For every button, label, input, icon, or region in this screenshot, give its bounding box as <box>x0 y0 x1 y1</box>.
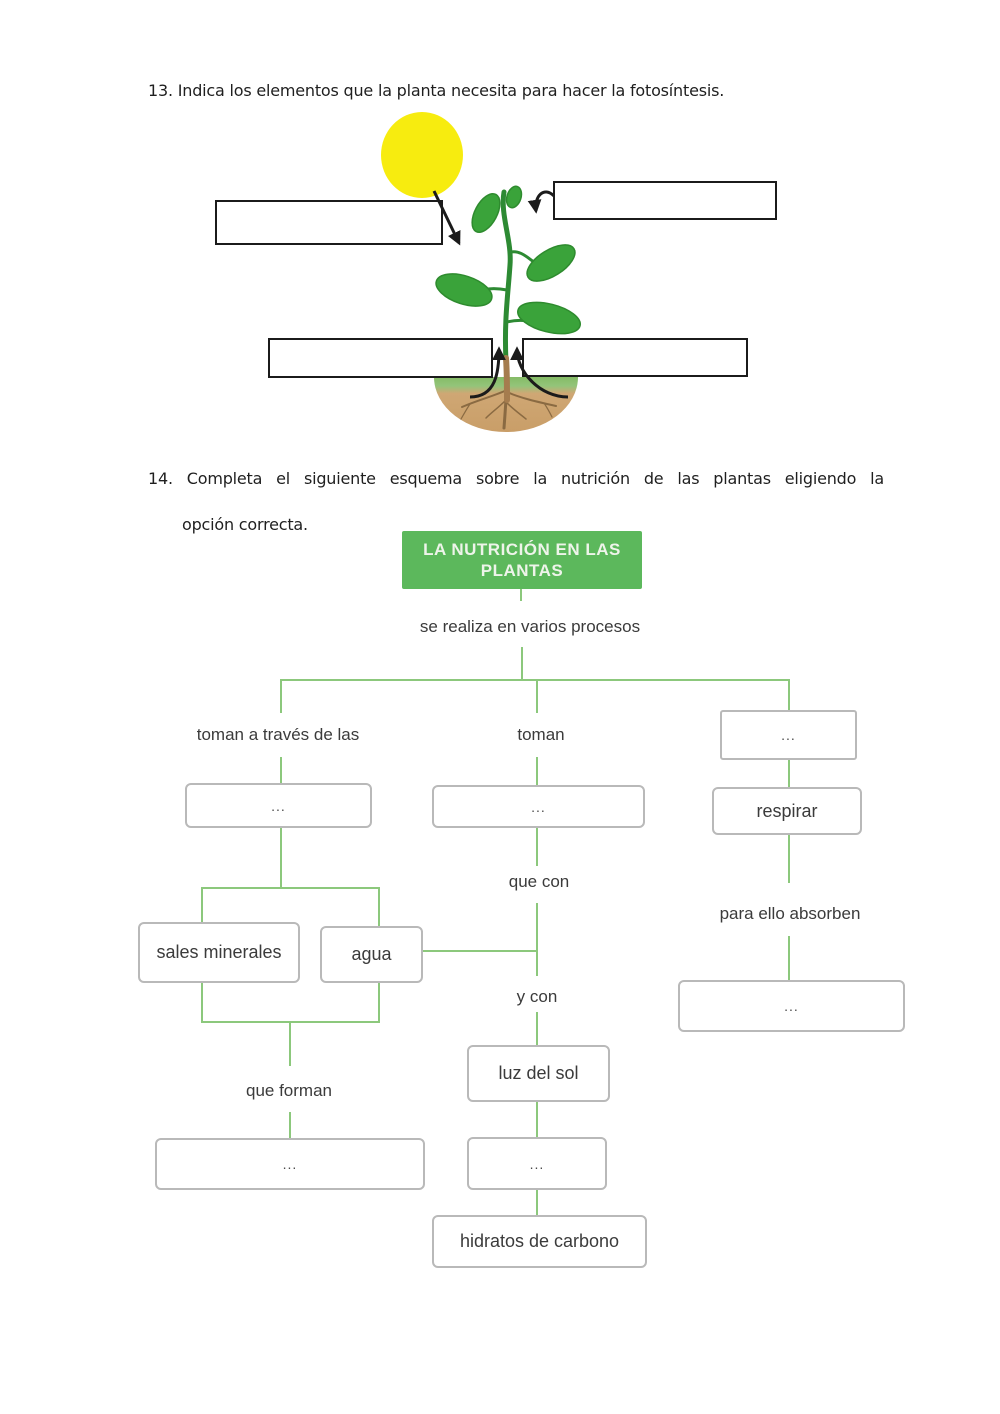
connector <box>280 679 282 713</box>
flow-subtitle: se realiza en varios procesos <box>419 617 641 636</box>
connector <box>378 983 380 1023</box>
connector <box>536 1102 538 1138</box>
connector <box>536 679 538 713</box>
question-14-heading-line1: 14. Completa el siguiente esquema sobre … <box>148 469 884 488</box>
flow-node-blank-right-1[interactable]: ... <box>720 710 857 760</box>
q13-answer-box-top-right[interactable] <box>553 181 777 220</box>
connector <box>788 936 790 981</box>
connector <box>521 647 523 679</box>
flow-label-toman-a-traves: toman a través de las <box>196 725 360 744</box>
connector <box>788 760 790 788</box>
connector <box>201 887 203 923</box>
connector <box>536 903 538 976</box>
connector <box>202 1021 380 1023</box>
connector <box>289 1021 291 1066</box>
sun-icon <box>381 112 463 198</box>
flow-node-blank-left-1[interactable]: ... <box>185 783 372 828</box>
connector <box>536 1012 538 1046</box>
connector <box>536 1187 538 1216</box>
q13-answer-box-bottom-right[interactable] <box>522 338 748 377</box>
connector <box>289 1112 291 1139</box>
flow-label-toman: toman <box>517 725 565 744</box>
fig13-art <box>381 112 578 432</box>
flow-node-respirar: respirar <box>712 787 862 835</box>
connector <box>788 679 790 710</box>
connector <box>423 950 537 952</box>
flow-node-hidratos-de-carbono: hidratos de carbono <box>432 1215 647 1268</box>
connector <box>280 757 282 784</box>
q13-answer-box-bottom-left[interactable] <box>268 338 493 378</box>
question-14-heading-line2: opción correcta. <box>182 515 308 534</box>
flow-node-blank-right-2[interactable]: ... <box>678 980 905 1032</box>
flow-node-blank-left-2[interactable]: ... <box>155 1138 425 1190</box>
flow-title: LA NUTRICIÓN EN LAS PLANTAS <box>402 531 642 589</box>
flow-label-y-con: y con <box>516 987 558 1006</box>
connector <box>201 983 203 1023</box>
flow-node-blank-mid-1[interactable]: ... <box>432 785 645 828</box>
q13-answer-box-left[interactable] <box>215 200 443 245</box>
connector <box>788 835 790 883</box>
flow-node-sales-minerales: sales minerales <box>138 922 300 983</box>
flow-node-blank-mid-2[interactable]: ... <box>467 1137 607 1190</box>
connector <box>378 887 380 927</box>
connector <box>536 828 538 866</box>
connector <box>520 589 522 601</box>
flow-label-que-con: que con <box>508 872 570 891</box>
flow-node-luz-del-sol: luz del sol <box>467 1045 610 1102</box>
question-13-heading: 13. Indica los elementos que la planta n… <box>148 81 725 100</box>
connector <box>202 887 380 889</box>
flow-label-que-forman: que forman <box>246 1081 332 1100</box>
connector <box>536 757 538 786</box>
flow-node-agua: agua <box>320 926 423 983</box>
flow-label-para-ello-absorben: para ello absorben <box>719 904 861 923</box>
connector <box>280 828 282 888</box>
